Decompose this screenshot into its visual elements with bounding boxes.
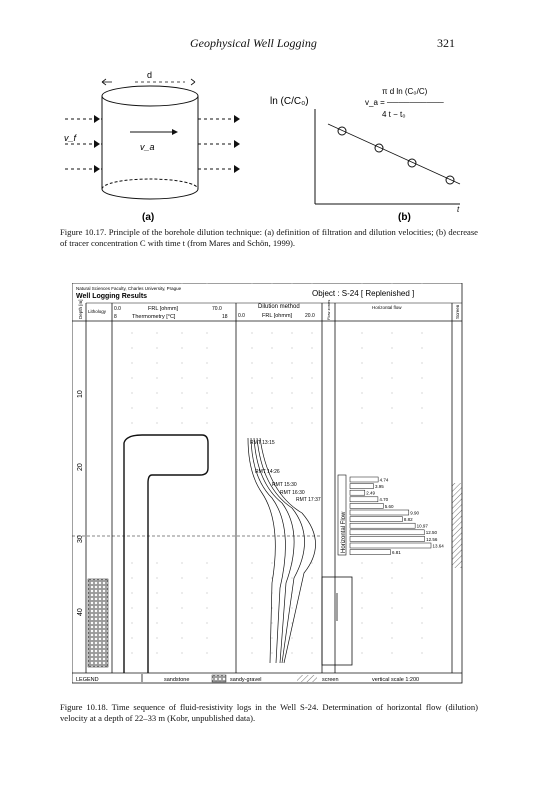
grid-dots — [131, 283, 423, 654]
curve-label: RMT 15:30 — [272, 482, 297, 488]
depth-column-header: Depth [m] — [78, 299, 83, 319]
dilution-velocity-label: v_a — [140, 142, 155, 152]
velocity-bar — [349, 489, 366, 496]
page-number: 321 — [437, 36, 455, 50]
velocity-bar — [349, 516, 403, 522]
legend-swatch-screen — [297, 675, 317, 682]
diameter-label: d — [147, 70, 152, 80]
lithology-column-header: Lithology — [88, 309, 107, 314]
figure-10-17-caption: Figure 10.17. Principle of the borehole … — [60, 227, 478, 248]
measurement-point — [374, 143, 384, 153]
legend-title: LEGEND — [76, 677, 99, 683]
running-title: Geophysical Well Logging — [190, 36, 317, 50]
screen-interval — [452, 483, 462, 568]
measurement-point — [407, 158, 417, 168]
velocity-bar — [349, 549, 391, 555]
dilution-scale-max: 20.0 — [305, 313, 315, 319]
legend: LEGEND sandstone sandy-gravel screen ver… — [76, 674, 419, 683]
thermo-scale-min: 8 — [114, 314, 117, 320]
velocity-bar — [349, 483, 374, 489]
thermo-scale-max: 18 — [222, 314, 228, 320]
depth-tick-label: 30 — [77, 535, 84, 543]
page-header: Geophysical Well Logging 321 — [0, 36, 533, 54]
velocity-value: 13.64 — [433, 543, 445, 548]
legend-swatch-sandy-gravel — [211, 674, 227, 683]
velocity-bar — [349, 503, 384, 509]
depth-tick-label: 40 — [77, 608, 84, 616]
horizontal-flow-zone — [337, 474, 347, 556]
velocity-value: 8.82 — [404, 517, 413, 522]
log-title: Well Logging Results — [76, 293, 147, 300]
formula-line-3: 4 t − t₀ — [382, 110, 406, 119]
sandy-gravel-lithology — [87, 578, 109, 668]
velocity-value: 6.81 — [392, 550, 401, 555]
horizontal-flow-label: Horizontal Flow — [341, 511, 347, 553]
curve-label: RMT 17:37 — [296, 497, 321, 503]
velocity-value: 4.70 — [379, 497, 388, 502]
legend-item-sandstone: sandstone — [164, 677, 189, 683]
institution-name: Natural Sciences Faculty, Charles Univer… — [76, 286, 182, 291]
velocity-bar — [349, 522, 416, 529]
measurement-point — [337, 126, 347, 136]
velocity-value: 12.50 — [426, 530, 438, 535]
velocity-value: 2.49 — [366, 491, 375, 496]
curve-label: RMT 16:30 — [280, 490, 305, 496]
velocity-value: 5.60 — [385, 504, 394, 509]
depth-tick-label: 10 — [77, 390, 84, 398]
panel-b-y-axis-label: ln (C/C₀) — [270, 96, 309, 107]
frl-thermometry-curves — [123, 434, 209, 673]
velocity-value: 12.56 — [426, 537, 438, 542]
panel-a-dilution-cylinder — [65, 78, 240, 200]
curve-labels: RMT 13:15 RMT 14:26 RMT 15:30 RMT 16:30 … — [250, 440, 321, 503]
legend-item-screen: screen — [322, 677, 339, 683]
velocity-bar — [349, 496, 379, 503]
depth-tick-label: 20 — [77, 463, 84, 471]
formula-line-2: v_a = ────────── — [365, 98, 444, 107]
dilution-scale-min: 0.0 — [238, 313, 245, 319]
curve-label: RMT 13:15 — [250, 440, 275, 446]
panel-b-concentration-plot — [314, 109, 461, 205]
velocity-bar — [349, 536, 425, 542]
figure-10-18-caption: Figure 10.18. Time sequence of fluid-res… — [60, 702, 478, 723]
frl-scale-min: 0.0 — [114, 306, 121, 312]
legend-item-sandy-gravel: sandy-gravel — [230, 677, 262, 683]
formula-line-1: π d ln (C₀/C) — [382, 87, 428, 96]
horizontal-flow-header: Horizontal flow — [372, 305, 402, 310]
velocity-value: 4.74 — [380, 477, 389, 482]
panel-a-label: (a) — [142, 212, 154, 223]
frl-scale-max: 70.0 — [212, 306, 222, 312]
flow-zones-column-header: Flow zones — [326, 300, 331, 320]
velocity-value: 9.90 — [410, 510, 419, 515]
velocity-value: 3.95 — [375, 484, 384, 489]
dilution-method-label: Dilution method — [258, 304, 300, 310]
velocity-bar — [349, 476, 379, 483]
velocity-bar — [349, 509, 410, 516]
screen-column-header: Screen — [455, 304, 460, 319]
measurement-point — [445, 175, 455, 185]
dilution-curves — [247, 437, 316, 664]
thermo-scale-label: Thermometry [°C] — [132, 314, 176, 320]
panel-b-label: (b) — [398, 212, 411, 223]
frl-scale-label: FRL [ohmm] — [148, 306, 179, 312]
vertical-scale-label: vertical scale 1:200 — [372, 677, 419, 683]
screen-column — [321, 576, 353, 666]
object-label: Object : S-24 [ Replenished ] — [312, 289, 414, 298]
figure-10-17: d v_f v_a (a) ln (C/C₀) π d ln (C₀/C) v_… — [64, 70, 461, 223]
log-frame — [72, 283, 463, 684]
filtration-velocity-label: v_f — [64, 133, 78, 143]
curve-label: RMT 14:26 — [255, 469, 280, 475]
dilution-scale-label: FRL [ohmm] — [262, 313, 293, 319]
panel-a-flow-arrows — [94, 115, 240, 173]
velocity-value: 10.97 — [417, 524, 429, 529]
depth-axis: 10 20 30 40 — [77, 390, 84, 616]
velocity-bar — [349, 542, 432, 549]
panel-b-x-axis-label: t — [457, 205, 460, 214]
velocity-bar — [349, 529, 425, 536]
figure-10-18-log-chart: Natural Sciences Faculty, Charles Univer… — [72, 283, 463, 684]
